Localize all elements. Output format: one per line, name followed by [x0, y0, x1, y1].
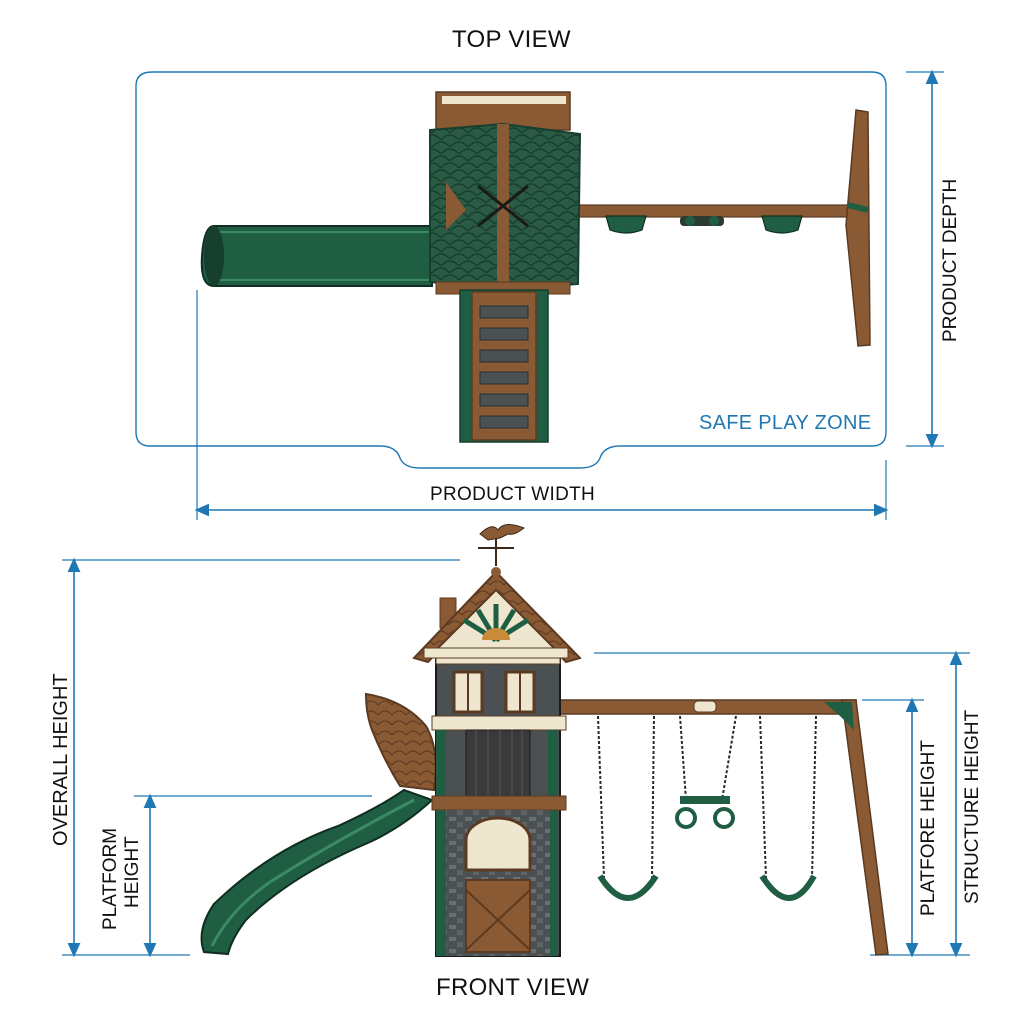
- platform-height-label-line2: HEIGHT: [122, 836, 143, 908]
- top-view-title: TOP VIEW: [452, 26, 571, 53]
- top-ladder: [459, 289, 549, 443]
- front-tower: [431, 649, 567, 957]
- product-depth-label: PRODUCT DEPTH: [940, 178, 961, 342]
- front-roof: [412, 567, 582, 664]
- front-slide: [200, 788, 434, 956]
- front-view-title: FRONT VIEW: [436, 974, 590, 1001]
- safe-play-zone-outline: [135, 71, 887, 469]
- safe-play-zone-label: SAFE PLAY ZONE: [699, 412, 872, 434]
- product-width-label: PRODUCT WIDTH: [428, 484, 598, 506]
- top-slide: [200, 225, 433, 287]
- platform-height-label-line1: PLATFORM: [100, 827, 121, 930]
- top-swing-beam: [575, 109, 871, 347]
- wing-ornament: [364, 692, 437, 792]
- overall-height-label: OVERALL HEIGHT: [50, 673, 72, 846]
- platfore-height-label: PLATFORE HEIGHT: [918, 740, 939, 916]
- front-swing-beam: [555, 699, 889, 956]
- top-tower: [429, 91, 582, 295]
- structure-height-label: STRUCTURE HEIGHT: [962, 709, 983, 904]
- weathervane: [478, 524, 525, 566]
